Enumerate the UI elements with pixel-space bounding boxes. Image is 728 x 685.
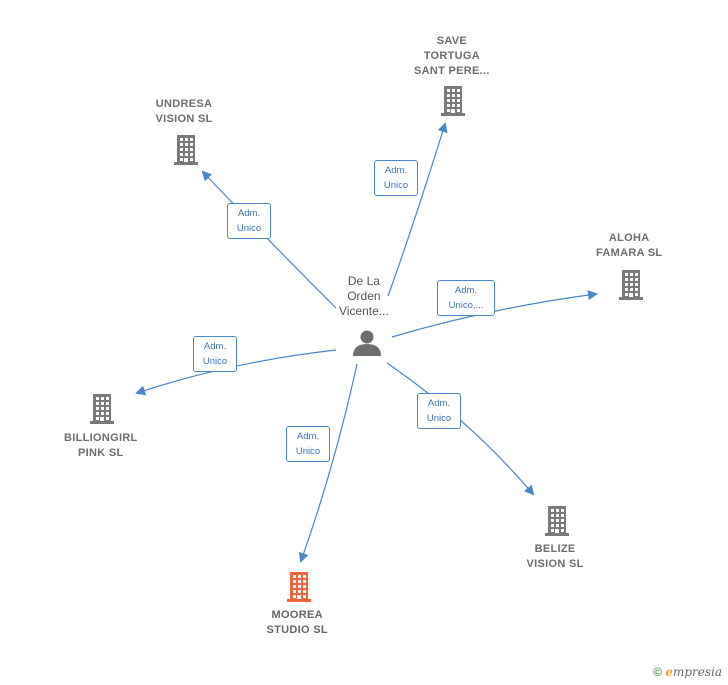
company-label-moorea: MOOREA STUDIO SL [267,608,328,638]
company-label-billiongirl: BILLIONGIRL PINK SL [64,431,138,461]
brand-initial: e [665,665,673,679]
building-icon [545,506,569,536]
edge-label-belize-line: Adm. [427,398,451,409]
company-label-belize-line: BELIZE [534,543,576,555]
company-label-billiongirl-line: PINK SL [78,447,124,459]
building-icon [90,394,114,424]
edge-save [387,122,448,297]
company-label-save-line: TORTUGA [423,49,481,62]
edge-label-aloha[interactable]: Adm. Unico,... [437,280,495,316]
edge-belize [386,362,535,496]
person-label-line: Vicente... [339,303,389,318]
company-label-undresa-line: VISION SL [155,113,213,125]
building-icon [441,86,465,116]
company-label-billiongirl-line: BILLIONGIRL [64,432,138,444]
brand-name: mpresia [672,665,722,679]
person-label-line: De La [347,273,380,288]
person-label-line: Orden [347,288,381,303]
edge-moorea [298,363,358,563]
person-icon [353,330,381,356]
edge-label-billiongirl[interactable]: Adm. Unico [193,336,237,372]
building-icon [619,270,643,300]
company-label-undresa: UNDRESA VISION SL [156,97,213,127]
company-label-save: SAVE TORTUGA SANT PERE... [414,34,490,79]
edge-label-save-line: Adm. [384,165,408,176]
edge-label-belize[interactable]: Adm. Unico [417,393,461,429]
edge-label-save[interactable]: Adm. Unico [374,160,418,196]
company-label-aloha-line: FAMARA SL [596,247,663,259]
company-label-moorea-line: MOOREA [271,609,323,621]
edge-label-undresa[interactable]: Adm. Unico [227,203,271,239]
company-label-belize: BELIZE VISION SL [527,542,584,572]
edge-label-aloha-line: Adm. [454,285,478,296]
company-label-undresa-line: UNDRESA [155,98,213,110]
company-label-save-line: SAVE [436,34,468,47]
footer-brand: © empresia [653,665,722,679]
building-icon [174,135,198,165]
edge-label-billiongirl-line: Unico [202,356,228,367]
edge-label-undresa-line: Unico [236,223,262,234]
company-label-moorea-line: STUDIO SL [266,624,328,636]
company-label-aloha: ALOHA FAMARA SL [596,231,662,261]
edge-label-belize-line: Unico [426,413,452,424]
copyright-icon: © [653,665,662,679]
edge-label-save-line: Unico [383,180,409,191]
edge-label-aloha-line: Unico,... [448,300,484,311]
edge-label-moorea-line: Unico [295,446,321,457]
company-label-belize-line: VISION SL [526,558,584,570]
company-label-save-line: SANT PERE... [414,64,490,77]
edge-label-billiongirl-line: Adm. [203,341,227,352]
building-icon [287,572,311,602]
edge-label-moorea-line: Adm. [296,431,320,442]
edge-label-moorea[interactable]: Adm. Unico [286,426,330,462]
company-label-aloha-line: ALOHA [608,232,650,244]
edge-label-undresa-line: Adm. [237,208,261,219]
edge-undresa [201,170,337,309]
